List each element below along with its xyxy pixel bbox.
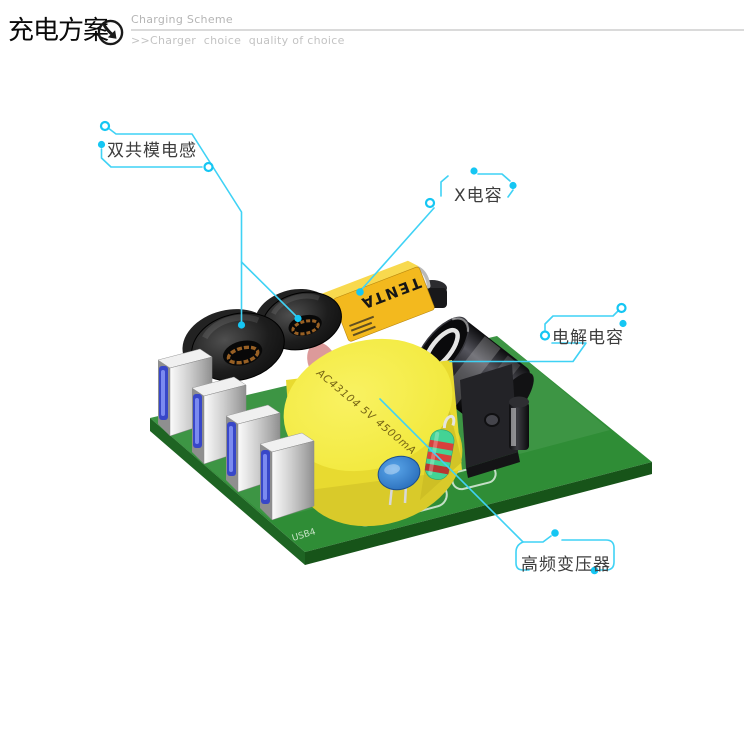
header-right-block: Charging Scheme >>Charger choice quality… — [131, 13, 744, 47]
callout-label-x-capacitor: X电容 — [454, 186, 503, 206]
callout-label-common-mode-inductor: 双共模电感 — [107, 141, 197, 161]
small-capacitor — [509, 396, 529, 450]
page-title: 充电方案 — [8, 16, 109, 46]
callout-label-electrolytic-capacitor: 电解电容 — [552, 328, 624, 348]
usb-ports — [157, 348, 315, 521]
header-tagline: >>Charger choice quality of choice — [131, 34, 345, 47]
header-subtitle: Charging Scheme — [131, 13, 744, 31]
usb-port-4 — [259, 432, 315, 521]
callout-label-hf-transformer: 高频变压器 — [521, 555, 611, 575]
x-capacitor-component: TENTA — [322, 260, 435, 342]
arrow-down-right-circle-icon — [97, 19, 124, 46]
